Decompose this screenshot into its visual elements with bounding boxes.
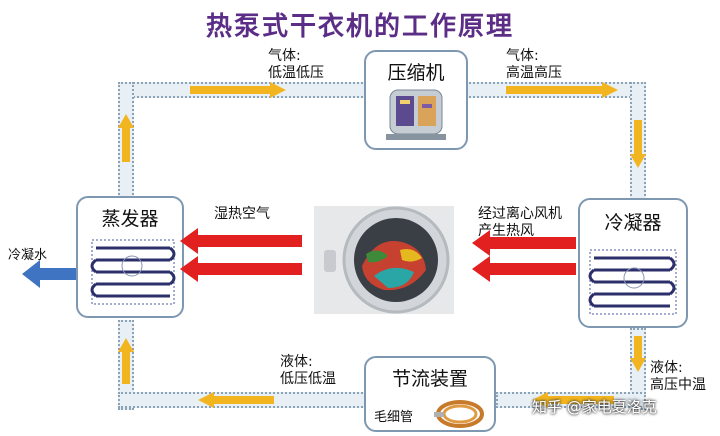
fan-air-arrow-1 [472,230,576,256]
condensed-water-arrow [22,260,76,288]
fan-air-arrow-2 [472,256,576,282]
dryer-drum-image [314,206,454,314]
flow-arrow-right-lower-down [630,336,646,372]
condenser-coil-icon [588,249,677,315]
flow-arrow-top-left [190,82,286,98]
compressor-icon [386,89,446,140]
flow-arrow-right-down [630,120,646,168]
diagram-title: 热泵式干衣机的工作原理 [205,12,514,42]
compressor-label: 压缩机 [387,62,445,84]
fan-air-label: 经过离心风机 产生热风 [478,206,562,239]
evaporator-label: 蒸发器 [101,208,159,230]
condenser-box: 冷凝器 [578,198,688,328]
evaporator-coil-icon [90,239,176,305]
flow-arrow-left-lower-up [118,338,134,384]
hot-humid-air-arrow-1 [180,228,302,254]
flow-arrow-top-right [506,82,618,98]
flow-arrow-left-up [118,114,134,162]
label-compressor-outlet: 气体: 高温高压 [506,48,562,81]
condensed-water-label: 冷凝水 [8,248,48,263]
condenser-label: 冷凝器 [604,212,662,234]
throttle-box: 节流装置 毛细管 [364,356,496,432]
compressor-box: 压缩机 [364,50,468,150]
capillary-label: 毛细管 [374,410,414,425]
throttle-label: 节流装置 [391,368,468,390]
hot-humid-air-arrow-2 [180,256,302,282]
flow-arrow-bottom-left [198,392,274,408]
watermark: 知乎 @家电夏洛克 [532,398,657,416]
evaporator-box: 蒸发器 [76,196,184,318]
label-throttle-outlet: 液体: 低压低温 [280,354,336,387]
label-evaporator-outlet: 气体: 低温低压 [268,48,324,81]
hot-humid-air-label: 湿热空气 [214,206,270,222]
label-condenser-outlet: 液体: 高压中温 [650,360,706,393]
capillary-icon [434,400,484,428]
flow-arrow-bottom-right [532,392,614,408]
